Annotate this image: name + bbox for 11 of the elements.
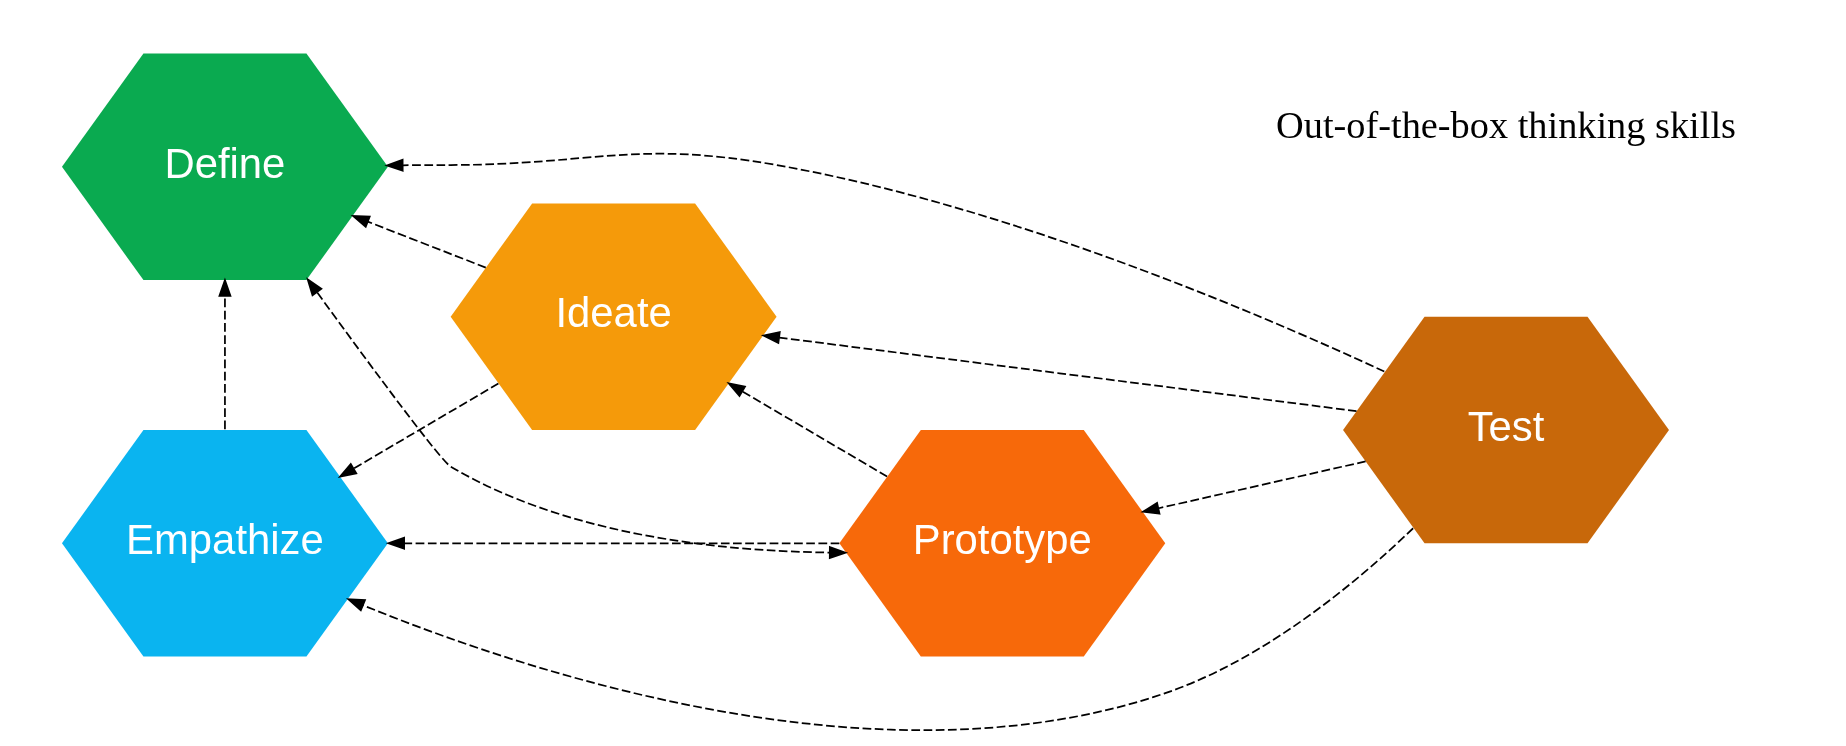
arrow <box>1140 460 1367 515</box>
label: Out-of-the-box thinking skills <box>1276 104 1736 147</box>
arrow <box>760 330 1358 412</box>
arrow <box>218 277 232 431</box>
arrow <box>306 277 849 560</box>
arrow <box>385 536 841 550</box>
arrow <box>337 382 500 478</box>
arrow <box>384 152 1386 373</box>
arrow <box>350 215 487 269</box>
arrow <box>345 527 1414 731</box>
arrow <box>726 382 888 478</box>
